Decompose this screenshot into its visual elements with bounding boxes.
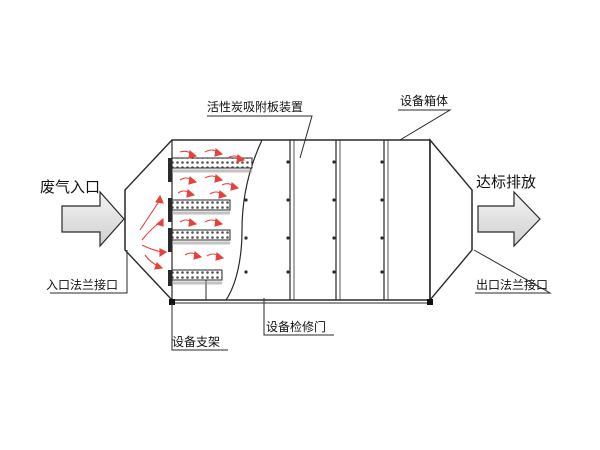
outlet-flange-label: 出口法兰接口	[476, 277, 548, 292]
carbon-plate	[168, 228, 231, 252]
service-door-label: 设备检修门	[266, 319, 326, 334]
outlet-arrow-icon	[477, 190, 541, 248]
support-label: 设备支架	[172, 335, 220, 349]
carbon-plate	[168, 198, 231, 222]
carbon-plate	[168, 269, 223, 286]
carbon-plate	[168, 157, 253, 182]
service-door-panels	[244, 140, 389, 300]
door-panel	[286, 140, 295, 300]
equipment-support	[169, 299, 433, 305]
carbon-adsorption-plates	[168, 157, 253, 286]
equipment-housing	[124, 138, 473, 304]
leader-lines	[50, 109, 552, 351]
housing-label: 设备箱体	[400, 93, 448, 108]
inlet-flange-label: 入口法兰接口	[46, 277, 118, 292]
door-panel	[380, 140, 389, 300]
airflow-arrows	[139, 147, 246, 270]
carbon-device-label: 活性炭吸附板装置	[207, 100, 303, 114]
door-panel	[332, 140, 341, 300]
inlet-arrow-icon	[61, 190, 125, 248]
inlet-label: 废气入口	[40, 178, 100, 196]
outlet-label: 达标排放	[476, 173, 536, 191]
